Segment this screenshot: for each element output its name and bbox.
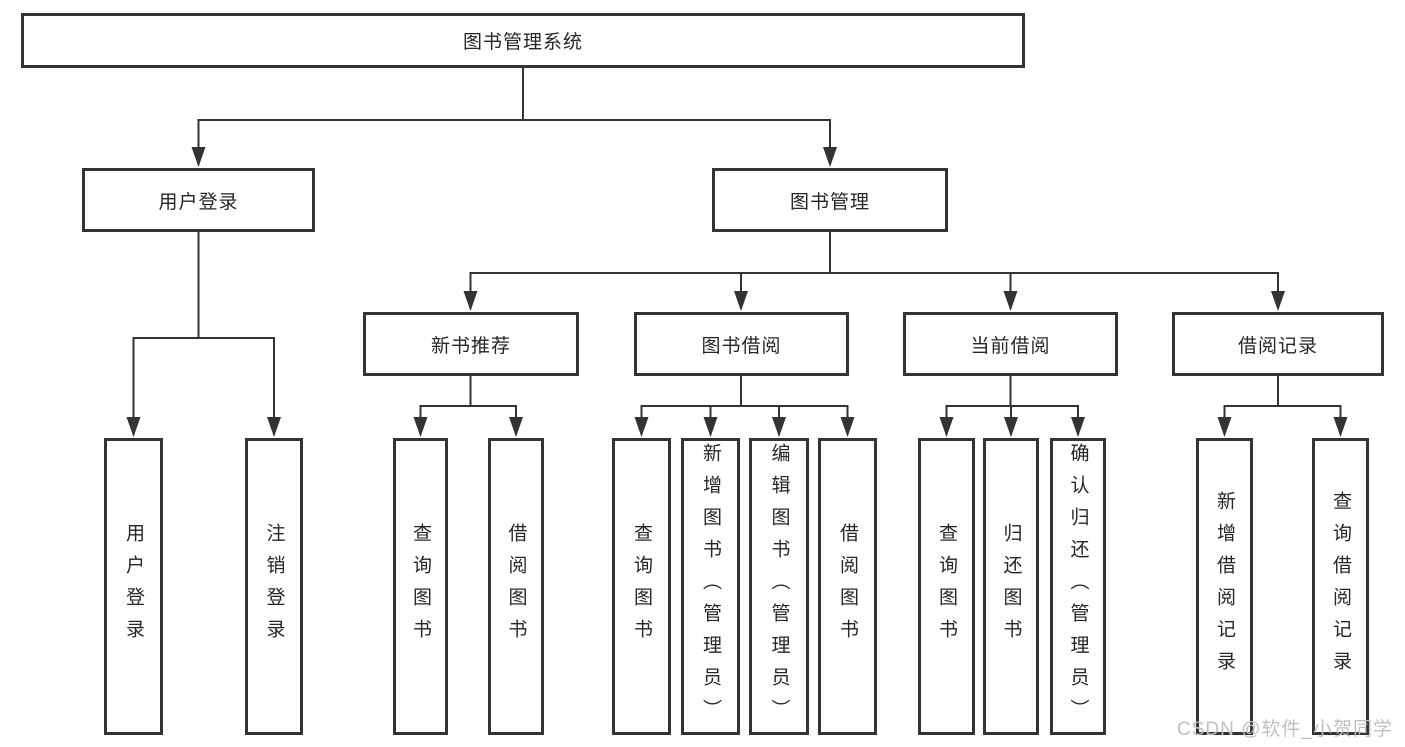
node-label: 归还图书 [1000, 522, 1022, 651]
node-label: 查询图书 [631, 522, 652, 651]
leaf-confirm-return-admin: 确认归还（管理员） [1050, 438, 1106, 735]
leaf-query-books-1: 查询图书 [393, 438, 448, 735]
leaf-return-books: 归还图书 [983, 438, 1039, 735]
node-label: 图书借阅 [701, 335, 782, 357]
node-label: 查询借阅记录 [1330, 490, 1351, 683]
node-label: 新增借阅记录 [1214, 490, 1235, 683]
leaf-add-books-admin: 新增图书（管理员） [681, 438, 740, 735]
leaf-logout: 注销登录 [245, 438, 303, 735]
leaf-query-borrow-record: 查询借阅记录 [1312, 438, 1369, 735]
node-label: 新书推荐 [430, 335, 511, 357]
node-root-system: 图书管理系统 [21, 13, 1025, 68]
node-label: 注销登录 [263, 522, 285, 651]
node-borrow-records: 借阅记录 [1172, 312, 1384, 376]
node-label: 确认归还（管理员） [1067, 442, 1089, 731]
node-new-book-recommend: 新书推荐 [363, 312, 579, 376]
leaf-user-login: 用户登录 [104, 438, 163, 735]
node-book-borrow: 图书借阅 [634, 312, 849, 376]
node-user-login-module: 用户登录 [82, 168, 315, 232]
watermark-text: CSDN @软件_小贺同学 [1177, 719, 1393, 740]
leaf-borrow-books-1: 借阅图书 [488, 438, 544, 735]
leaf-query-books-3: 查询图书 [918, 438, 975, 735]
node-label: 用户登录 [158, 191, 239, 213]
leaf-borrow-books-2: 借阅图书 [818, 438, 877, 735]
node-current-borrow: 当前借阅 [903, 312, 1118, 376]
node-book-management-module: 图书管理 [712, 168, 948, 232]
node-label: 借阅记录 [1237, 335, 1318, 357]
leaf-edit-books-admin: 编辑图书（管理员） [749, 438, 809, 735]
node-label: 当前借阅 [970, 335, 1051, 357]
leaf-add-borrow-record: 新增借阅记录 [1196, 438, 1253, 735]
node-label: 借阅图书 [505, 522, 527, 651]
node-label: 用户登录 [123, 522, 144, 651]
node-label: 图书管理 [789, 191, 870, 213]
node-label: 新增图书（管理员） [700, 442, 721, 731]
node-label: 借阅图书 [837, 522, 858, 651]
node-label: 查询图书 [410, 522, 431, 651]
node-label: 查询图书 [936, 522, 957, 651]
node-label: 图书管理系统 [462, 32, 583, 53]
leaf-query-books-2: 查询图书 [612, 438, 671, 735]
node-label: 编辑图书（管理员） [768, 442, 790, 731]
